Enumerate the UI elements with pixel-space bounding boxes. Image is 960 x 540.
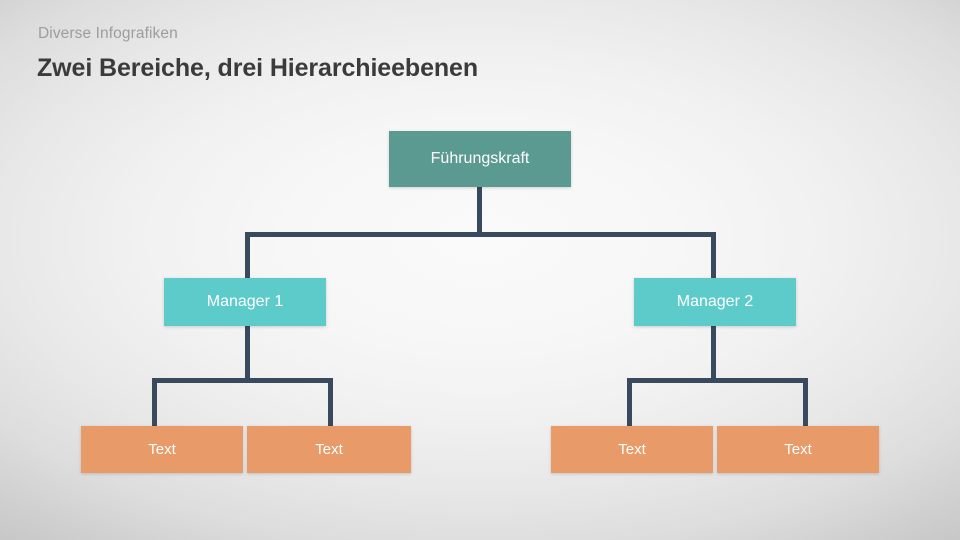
- connector-leader-bus: [245, 232, 716, 237]
- org-node-leader-label: Führungskraft: [430, 150, 530, 167]
- connector-leader-stem: [477, 186, 482, 234]
- org-node-manager-1-label: Manager 1: [206, 293, 284, 310]
- org-node-manager-1[interactable]: Manager 1: [164, 278, 326, 326]
- org-node-leaf-4[interactable]: Text: [717, 426, 879, 473]
- connector-manager-2-to-leaf-1: [627, 378, 632, 428]
- connector-manager-1-stem: [245, 326, 250, 382]
- org-node-leaf-2[interactable]: Text: [247, 426, 411, 473]
- connector-manager-2-to-leaf-2: [803, 378, 808, 428]
- connector-manager-1-bus: [152, 378, 333, 383]
- connector-manager-1-to-leaf-2: [328, 378, 333, 428]
- org-node-leaf-3-label: Text: [618, 441, 646, 458]
- connector-bus-to-manager-2: [711, 232, 716, 280]
- org-node-leaf-3[interactable]: Text: [551, 426, 713, 473]
- org-node-manager-2[interactable]: Manager 2: [634, 278, 796, 326]
- slide-subtitle: Diverse Infografiken: [38, 25, 178, 42]
- org-node-leaf-1[interactable]: Text: [81, 426, 243, 473]
- connector-manager-1-to-leaf-1: [152, 378, 157, 428]
- connector-manager-2-bus: [627, 378, 808, 383]
- org-node-leader[interactable]: Führungskraft: [389, 131, 571, 187]
- org-node-leaf-4-label: Text: [784, 441, 812, 458]
- connector-manager-2-stem: [711, 326, 716, 382]
- page-title: Zwei Bereiche, drei Hierarchieebenen: [37, 54, 479, 82]
- connector-bus-to-manager-1: [245, 232, 250, 280]
- org-node-leaf-2-label: Text: [315, 441, 343, 458]
- org-node-leaf-1-label: Text: [148, 441, 176, 458]
- org-node-manager-2-label: Manager 2: [676, 293, 754, 310]
